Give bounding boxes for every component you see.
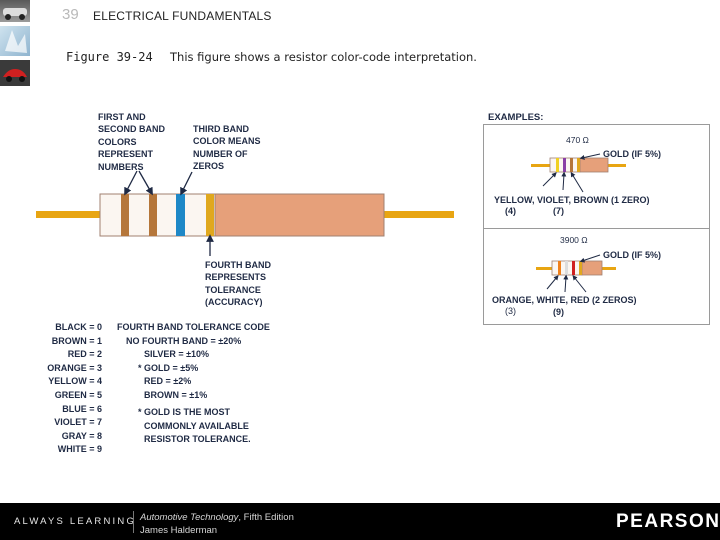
note-fourth-band: FOURTH BAND REPRESENTS TOLERANCE (ACCURA… [205, 260, 271, 308]
ex2-arrow-gold [579, 254, 601, 263]
ex2-body [581, 260, 603, 276]
examples-title: EXAMPLES: [488, 112, 544, 123]
book-title: Automotive Technology [140, 512, 239, 523]
arrow-band-1 [124, 170, 138, 196]
tolerance-line: * GOLD = ±5% [138, 362, 199, 373]
band-1 [121, 194, 129, 236]
crystal-thumbnail [0, 26, 30, 56]
ex1-arrow-gold [579, 153, 601, 160]
tolerance-line: COMMONLY AVAILABLE [144, 420, 249, 431]
ex1-band-yellow [556, 158, 559, 172]
color-code-item: RED = 2 [67, 349, 102, 360]
color-code-item: GRAY = 8 [61, 430, 102, 441]
color-code-item: BLACK = 0 [55, 322, 102, 332]
color-code-item: YELLOW = 4 [48, 376, 102, 387]
figure-label: Figure 39-24 [66, 50, 153, 64]
example-box-2 [483, 228, 710, 325]
ex2-arrow-red [572, 275, 587, 293]
chapter-number: 39 [62, 6, 79, 23]
resistor-lead-left [36, 211, 102, 218]
tolerance-line: BROWN = ±1% [144, 390, 208, 400]
example-2-digit-1: (3) [505, 306, 516, 316]
ex2-band-red [572, 261, 575, 275]
example-2-colors: ORANGE, WHITE, RED (2 ZEROS) [492, 295, 637, 305]
color-code-list: BLACK = 0 BROWN = 1 RED = 2 ORANGE = 3 Y… [30, 322, 102, 462]
ex1-arrow-yellow [542, 172, 557, 187]
example-1-digit-2: (7) [553, 206, 564, 216]
arrow-band-3 [180, 171, 193, 196]
ex2-arrow-white [563, 274, 569, 293]
ex2-band-gold [579, 261, 582, 275]
example-1-digit-1: (4) [505, 206, 516, 216]
band-4 [206, 194, 214, 236]
tolerance-line: NO FOURTH BAND = ±20% [126, 335, 242, 346]
footer-tagline: ALWAYS LEARNING [14, 516, 137, 527]
note-first-second-band: FIRST AND SECOND BAND COLORS REPRESENT N… [98, 112, 166, 172]
ex1-body [579, 157, 609, 173]
color-code-item: GREEN = 5 [54, 390, 102, 400]
color-code-item: WHITE = 9 [57, 444, 102, 455]
tolerance-line: RED = ±2% [144, 376, 192, 387]
example-2-gold: GOLD (IF 5%) [603, 250, 661, 260]
ex1-band-gold [577, 158, 580, 172]
resistor-lead-right [383, 211, 454, 218]
note-third-band: THIRD BAND COLOR MEANS NUMBER OF ZEROS [193, 124, 261, 172]
footer-bar [0, 503, 720, 540]
tolerance-line: RESISTOR TOLERANCE. [144, 434, 251, 445]
example-box-1 [483, 124, 710, 229]
footer-divider [133, 511, 134, 533]
example-resistors [531, 153, 626, 293]
resistor-diagram [36, 170, 454, 256]
ex1-arrow-brown [570, 171, 584, 193]
example-1-gold: GOLD (IF 5%) [603, 149, 661, 159]
ex2-band-white [565, 261, 568, 275]
resistor-body [214, 193, 385, 237]
tolerance-title: FOURTH BAND TOLERANCE CODE [117, 322, 270, 332]
band-2 [149, 194, 157, 236]
footer-book-info: Automotive Technology, Fifth Edition Jam… [140, 511, 294, 537]
book-author: James Halderman [140, 525, 218, 536]
ex2-band-orange [558, 261, 561, 275]
pearson-logo: PEARSON [616, 511, 720, 532]
ex1-band-brown [570, 158, 573, 172]
band-3 [176, 194, 185, 236]
example-1-value: 470 Ω [566, 135, 589, 145]
example-1-colors: YELLOW, VIOLET, BROWN (1 ZERO) [494, 195, 650, 205]
example-2-digit-2: (9) [553, 307, 564, 317]
book-edition: , Fifth Edition [238, 512, 294, 523]
example-2-value: 3900 Ω [560, 235, 588, 245]
figure-caption: This figure shows a resistor color-code … [170, 50, 477, 64]
color-code-item: BLUE = 6 [62, 403, 102, 414]
tolerance-line: SILVER = ±10% [144, 349, 210, 360]
chapter-title: ELECTRICAL FUNDAMENTALS [93, 9, 272, 23]
ex1-band-violet [563, 158, 566, 172]
tolerance-line: * GOLD IS THE MOST [138, 407, 231, 417]
red-car-thumbnail [0, 60, 30, 86]
color-code-item: ORANGE = 3 [47, 362, 102, 373]
ex2-arrow-orange [546, 275, 559, 290]
ex1-arrow-violet [561, 171, 567, 191]
arrow-band-2 [138, 170, 153, 196]
car-thumbnail [0, 0, 30, 22]
tolerance-code: FOURTH BAND TOLERANCE CODE NO FOURTH BAN… [117, 322, 307, 447]
resistor-body-light [99, 193, 216, 237]
color-code-item: BROWN = 1 [51, 335, 102, 346]
color-code-item: VIOLET = 7 [54, 417, 102, 428]
